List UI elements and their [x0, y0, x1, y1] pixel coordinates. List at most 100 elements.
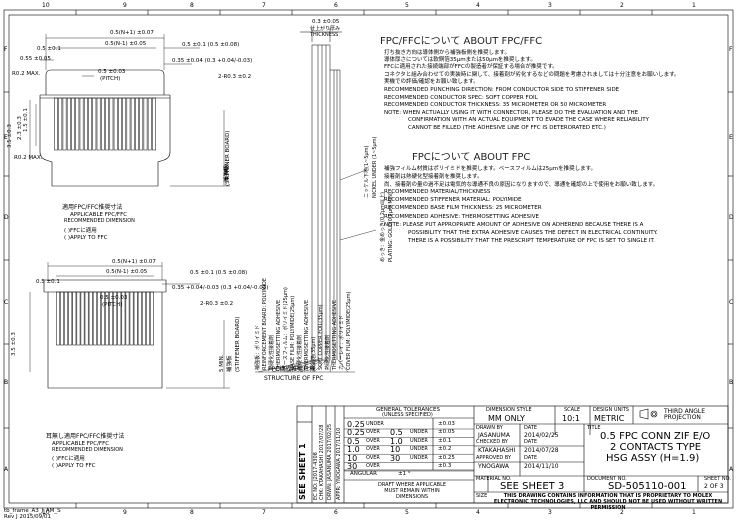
fpc-contact-pin	[121, 291, 126, 346]
zone-col-label: 2	[620, 2, 624, 9]
structure-layer-label: 熱硬化性接着剤	[325, 334, 331, 370]
tol-value: ±0.03	[438, 421, 455, 427]
note-line: RECOMMENDED BASE FILM THICKNESS: 25 MICR…	[384, 205, 542, 212]
fpc-contact-pin	[113, 291, 118, 346]
fpc-contact-pin	[126, 97, 131, 151]
dimension-label: 0.35 ±0.04 (0.3 +0.04/-0.03)	[172, 58, 253, 64]
tol-from: 1.0	[390, 436, 403, 446]
tol-label: UNDER	[410, 446, 428, 453]
dimension-label: 0.5 ±0.1	[36, 279, 60, 285]
zone-col-label: 3	[548, 509, 552, 516]
tol-label: OVER	[366, 429, 380, 436]
rev-drwn: DRWN: JASANUMA 2017/02/25	[327, 423, 333, 500]
fpc-contact-pin	[71, 97, 75, 151]
zone-col-label: 5	[405, 2, 409, 9]
dim-style-label: DIMENSION STYLE	[486, 407, 532, 413]
structure-layer-label: THERMOSETTING ADHESIVE	[332, 299, 338, 370]
note-line: RECOMMENDED ADHESIVE: THERMOSETTING ADHE…	[384, 213, 539, 220]
thickness-jp: 仕上がり厚み	[310, 26, 341, 32]
checked-by-value: KTAKAHASHI	[478, 447, 516, 454]
zone-col-label: 2	[620, 509, 624, 516]
design-units-value: METRIC	[594, 414, 625, 423]
approved-date-label: DATE	[524, 455, 538, 461]
material-value: SEE SHEET 3	[500, 481, 565, 492]
zone-row-label: A	[4, 466, 9, 473]
structure-layer-label: REINFORCEMENT BOARD: POLYIMIDE	[262, 278, 268, 370]
structure-caption-en: STRUCTURE OF FPC	[264, 375, 324, 382]
zone-row-label: A	[729, 466, 734, 473]
dimension-label: (PITCH)	[100, 76, 121, 82]
structure-layer-label: 熱硬化性接着剤	[297, 334, 303, 370]
thickness-en: THICKNESS	[310, 32, 339, 38]
fpc-contact-pin	[101, 291, 105, 346]
title-label: TITLE	[587, 425, 601, 431]
dimension-label: R0.2 MAX.	[14, 155, 43, 161]
note-line: 実機での評価/確認をお願い致します。	[384, 78, 479, 85]
fpc-contact-pin	[79, 97, 84, 151]
notes-title-2: FPCについて ABOUT FPC	[412, 152, 531, 163]
approved-by-label: APPROVED BY	[476, 455, 512, 461]
note-line: コネクタと組み合わせての実装時に関して、接着剤が劣化するなどの問題を考慮されまし…	[384, 71, 680, 78]
structure-layer-label: カバーレイ：ポリイミド	[339, 314, 345, 370]
notes-title-1: FPC/FFCについて ABOUT FPC/FFC	[380, 36, 543, 47]
dim-style-value: MM ONLY	[488, 414, 525, 423]
note-line: RECOMMENDED CONDUCTOR SPEC: SOFT COPPER …	[384, 94, 538, 101]
tol-from: 30	[390, 453, 401, 463]
fpc-contact-pin	[84, 291, 89, 346]
fpc-contact-pin	[105, 97, 109, 151]
fpc-contact-pin	[130, 97, 135, 151]
tol-label: OVER	[366, 454, 380, 461]
dimension-label: R0.2 MAX.	[12, 71, 41, 77]
fpc-contact-pin	[92, 291, 97, 346]
fpc-contact-pin	[133, 291, 138, 346]
fpc-contact-pin	[96, 97, 101, 151]
title-line-3: HSG ASSY (H=1.9)	[606, 453, 700, 464]
top-fpc-outline	[39, 69, 171, 187]
fpc-contact-pin	[137, 291, 142, 346]
zone-col-label: 4	[476, 509, 480, 516]
tol-from: 10	[390, 445, 401, 455]
approved-by-value: YNOGAWA	[478, 463, 510, 470]
fpc-cross-section	[300, 28, 342, 361]
fpc-contact-pin	[92, 97, 97, 151]
drawn-date-label: DATE	[524, 425, 538, 431]
top-fpc-contacts	[54, 97, 156, 151]
bottom-caption-jp: 耳無し適用FPC/FFC推奨寸法	[46, 433, 125, 440]
dimension-label: 3.5 ±0.3	[7, 124, 13, 148]
rev-appr: APPR: YNOGAWA 2017/11/10	[336, 427, 342, 500]
cross-section-leaders	[255, 169, 377, 373]
note-line: 補強フィルム材質はポリイミドを推奨します。ベースフィルムは25µmを推奨します。	[384, 166, 597, 172]
fpc-contact-pin	[88, 291, 93, 346]
angular-label: ANGULAR	[350, 471, 377, 477]
draft-note: DRAFT WHERE APPLICABLE MUST REMAIN WITHI…	[377, 482, 447, 500]
structure-caption-jp: FPC構成推奨仕様	[268, 366, 316, 373]
proprietary-note: THIS DRAWING CONTAINS INFORMATION THAT I…	[493, 493, 723, 511]
tol-from: 0.5	[390, 428, 403, 438]
fpc-contact-pin	[64, 291, 69, 346]
tol-label: OVER	[366, 446, 380, 453]
title-block-lines	[296, 405, 729, 504]
note-line: CONFIRMATION WITH AN ACTUAL EQUIPMENT TO…	[408, 117, 649, 124]
structure-layer-label: ベースフィルム：ポリイミド(25µm)	[283, 287, 289, 370]
zone-col-label: 9	[123, 509, 127, 516]
dimension-label: 2-R0.3 ±0.2	[200, 301, 234, 307]
top-dim-lines	[29, 34, 230, 187]
dimension-label: (PITCH)	[102, 302, 123, 308]
structure-layer-label: COVER FILM: POLYIMIDE(25µm)	[346, 291, 352, 370]
tol-label: OVER	[366, 463, 380, 469]
fpc-contact-pin	[129, 291, 134, 346]
tol-dim: 30	[347, 462, 358, 471]
zone-col-label: 9	[123, 2, 127, 9]
tol-value: ±0.25	[438, 454, 455, 461]
structure-layer-label: BASE FILM: POLYIMIDE(25µm)	[290, 295, 296, 370]
fpc-contact-pin	[60, 291, 64, 346]
bottom-caption-en1: APPLICABLE FPC/FFC	[52, 441, 110, 447]
zone-row-label: D	[729, 214, 734, 221]
dimension-label: 補強板	[227, 355, 233, 372]
zone-col-label: 4	[476, 2, 480, 9]
fpc-contact-pin	[83, 97, 88, 151]
fpc-contact-pin	[76, 291, 81, 346]
zone-row-label: C	[729, 299, 734, 306]
